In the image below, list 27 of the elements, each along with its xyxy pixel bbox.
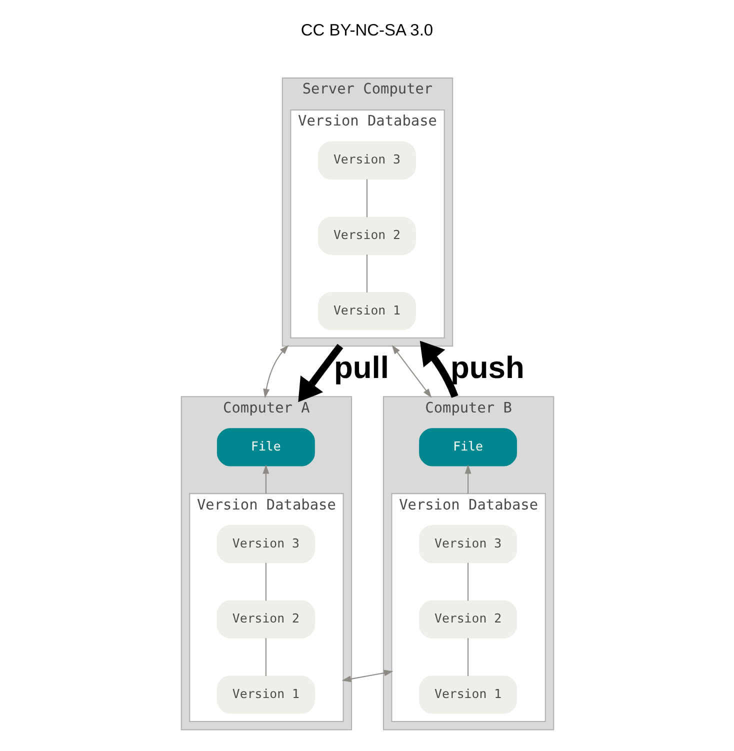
connector [467,638,468,676]
edge-label: push [450,350,524,386]
node-box: Version 3 [318,141,416,180]
node-box: Version 1 [318,292,416,330]
node-box: Version 1 [418,676,517,714]
arrow [391,344,432,398]
node-box: Version 1 [216,676,314,714]
connector [366,179,367,218]
arrow [298,344,343,402]
arrow [341,670,393,682]
connector [467,562,468,601]
connector [264,562,266,601]
connector [366,254,367,292]
node-box: File [418,428,517,466]
node-box: Version 3 [216,525,314,564]
node-box: Version 2 [418,600,517,638]
arrow [262,464,269,494]
label: CC BY-NC-SA 3.0 [300,22,433,40]
arrow [419,340,458,398]
edge-label: pull [333,350,388,386]
arrow [464,464,471,494]
connector [264,638,266,676]
arrow [262,344,288,398]
node-box: Version 2 [318,216,416,255]
node-box: Version 3 [418,525,517,564]
node-box: Version 2 [216,600,314,638]
node-box: File [216,428,314,466]
